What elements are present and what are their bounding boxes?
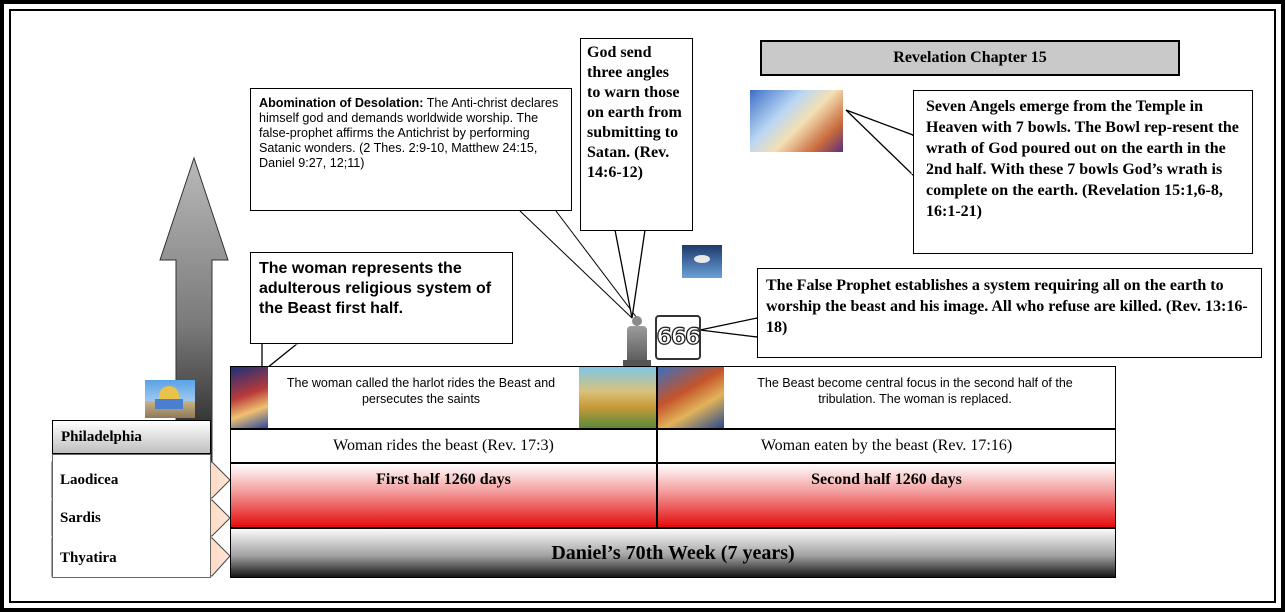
daniels-70th-week-bar: Daniel’s 70th Week (7 years) (230, 528, 1116, 578)
harlot-row: The woman called the harlot rides the Be… (230, 366, 657, 429)
abomination-note: Abomination of Desolation: The Anti-chri… (250, 88, 572, 211)
abomination-text: The Anti-christ declares himself god and… (259, 96, 559, 170)
mark-666-text: 666 (656, 324, 701, 350)
temple-image (579, 367, 656, 428)
first-half-bar: First half 1260 days (230, 463, 657, 528)
abomination-heading: Abomination of Desolation: (259, 96, 424, 110)
angel-flying-image (682, 245, 722, 278)
church-sardis: Sardis (60, 510, 101, 526)
harlot-text: The woman called the harlot rides the Be… (286, 376, 556, 406)
false-prophet-note: The False Prophet establishes a system r… (757, 268, 1262, 358)
chapter-title: Revelation Chapter 15 (760, 40, 1180, 76)
second-half-bar: Second half 1260 days (657, 463, 1116, 528)
church-philadelphia: Philadelphia (52, 420, 211, 454)
beast-text: The Beast become central focus in the se… (757, 376, 1073, 406)
woman-eaten-label: Woman eaten by the beast (Rev. 17:16) (657, 429, 1116, 463)
church-panel (52, 454, 211, 578)
antichrist-statue-image (621, 314, 653, 366)
mark-666: 666 (655, 315, 701, 360)
church-thyatira: Thyatira (60, 550, 117, 566)
inner-frame (9, 9, 1276, 603)
harlot-image (231, 367, 268, 428)
beast-row: The Beast become central focus in the se… (657, 366, 1116, 429)
seven-bowls-note: Seven Angels emerge from the Temple in H… (913, 90, 1253, 254)
dome-of-rock-image (145, 380, 195, 418)
three-angels-note: God send three angles to warn those on e… (580, 38, 693, 231)
woman-rides-label: Woman rides the beast (Rev. 17:3) (230, 429, 657, 463)
woman-note: The woman represents the adulterous reli… (250, 252, 513, 344)
church-laodicea: Laodicea (60, 472, 119, 488)
beast-image (658, 367, 724, 428)
angels-bowls-image (750, 90, 843, 152)
